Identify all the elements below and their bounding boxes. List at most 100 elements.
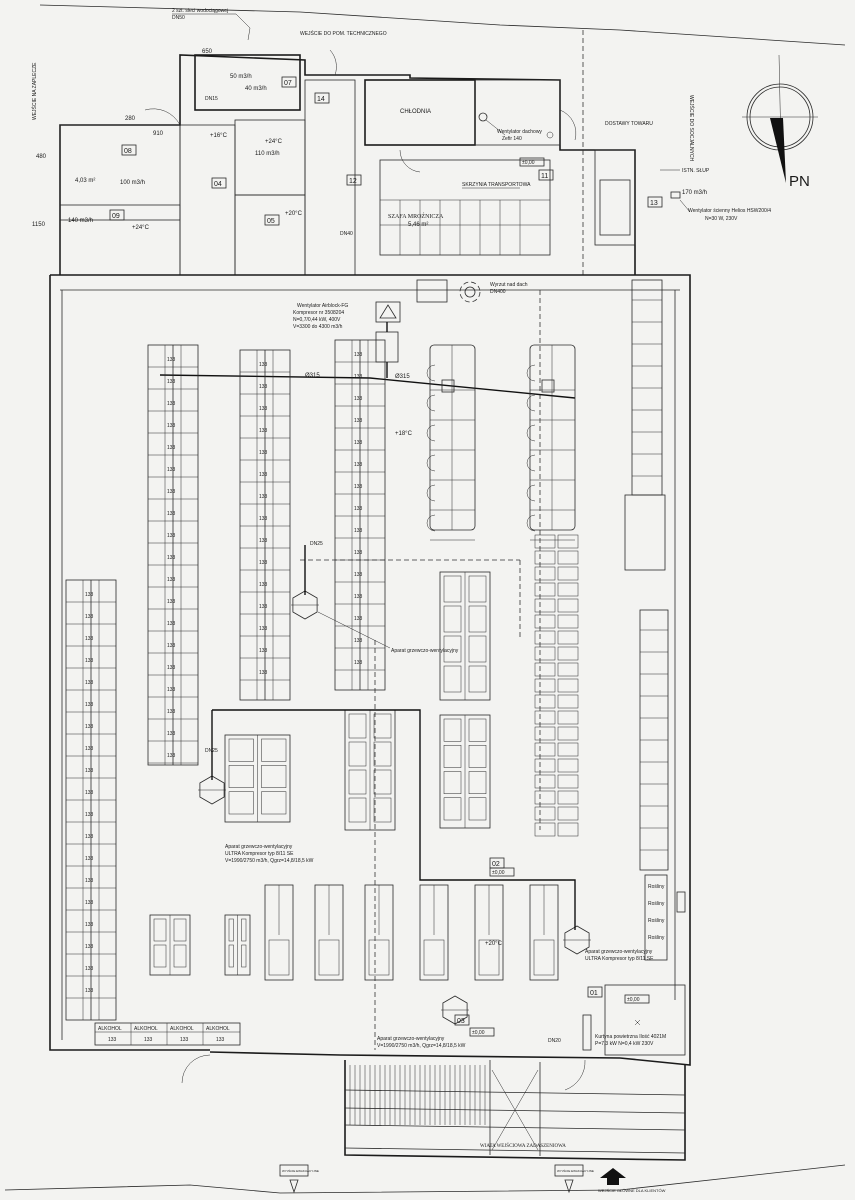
freezer-lid-arc xyxy=(526,424,536,442)
island-box xyxy=(557,614,579,629)
island-box xyxy=(534,646,556,661)
freezer-cell xyxy=(228,765,254,788)
island-box xyxy=(557,598,579,613)
svg-text:WEJŚCIE GŁÓWNE DLA KLIENTÓW: WEJŚCIE GŁÓWNE DLA KLIENTÓW xyxy=(598,1188,666,1193)
freezer-cell xyxy=(443,605,462,633)
svg-text:133: 133 xyxy=(216,1037,225,1043)
roof-fan-note: Wentylator dachowy Zefir 140 xyxy=(478,112,554,142)
island-box xyxy=(534,822,556,837)
shelf-value: 133 xyxy=(354,440,363,446)
gondola-shelf: 1331331331331331331331331331331331331331… xyxy=(147,344,199,766)
shelf-value: 133 xyxy=(85,988,94,994)
svg-text:DN25: DN25 xyxy=(310,541,323,547)
shelf-value: 133 xyxy=(167,489,176,495)
shelf-value: 133 xyxy=(167,731,176,737)
svg-text:09: 09 xyxy=(112,213,120,220)
svg-text:+20°C: +20°C xyxy=(285,211,303,217)
shelf-value: 133 xyxy=(167,621,176,627)
tech-room-entrance-label: WEJŚCIE DO POM. TECHNICZNEGO xyxy=(300,29,387,37)
freezer-cell xyxy=(443,635,462,663)
checkout-counter xyxy=(474,884,504,981)
freezer-cell xyxy=(348,713,367,739)
checkout-counter xyxy=(529,884,559,981)
cashier-desk xyxy=(318,939,340,976)
svg-text:±0,00: ±0,00 xyxy=(492,870,505,876)
freezer-lid-arc xyxy=(526,394,536,412)
island-box xyxy=(534,614,556,629)
svg-text:04: 04 xyxy=(214,181,222,188)
shelving-units: 133 133 133 133 133 133 133 133 133 133 133 133 133 1… xyxy=(65,339,579,1021)
island-box xyxy=(557,822,579,837)
shelf-value: 133 xyxy=(167,709,176,715)
svg-text:Rośliny: Rośliny xyxy=(648,935,665,941)
freezer-cell xyxy=(348,797,367,823)
svg-text:170 m3/h: 170 m3/h xyxy=(682,190,707,196)
svg-text:Rośliny: Rośliny xyxy=(648,884,665,890)
checkout-counter xyxy=(264,884,294,981)
freezer-grid xyxy=(380,199,550,255)
entrance-canopy: WIATA WEJŚCIOWA ZADASZENIOWA xyxy=(181,1054,686,1161)
level-marks: ±0,00 ±0,00 ±0,00 ±0,00 xyxy=(469,157,650,1037)
svg-text:Ø315: Ø315 xyxy=(305,373,320,379)
shelf-value: 133 xyxy=(354,374,363,380)
gondola-shelf: 1331331331331331331331331331331331331331… xyxy=(65,579,117,1021)
svg-text:ULTRA Kompresor typ 8/11 SE: ULTRA Kompresor typ 8/11 SE xyxy=(225,851,294,857)
svg-text:V=1990/2750 m3/h, Qgrz=14,8/18: V=1990/2750 m3/h, Qgrz=14,8/18,5 kW xyxy=(377,1043,466,1049)
freezer-cell xyxy=(153,918,167,942)
island-box xyxy=(557,678,579,693)
svg-text:Zefir 140: Zefir 140 xyxy=(502,136,522,142)
open-freezer xyxy=(526,344,576,541)
freezer-cell xyxy=(443,718,462,742)
shelf-value: 133 xyxy=(167,665,176,671)
svg-text:DN20: DN20 xyxy=(548,1038,561,1044)
svg-text:280: 280 xyxy=(125,116,136,122)
shelf-value: 133 xyxy=(85,856,94,862)
svg-text:+20°C: +20°C xyxy=(485,941,503,947)
island-box xyxy=(557,694,579,709)
diffuser xyxy=(541,379,555,393)
freezer-cell xyxy=(228,944,234,968)
diffuser xyxy=(441,379,455,393)
svg-text:V=1990/2750 m3/h, Qgrz=14,8/18: V=1990/2750 m3/h, Qgrz=14,8/18,5 kW xyxy=(225,858,314,864)
gondola-shelf: 1331331331331331331331331331331331331331… xyxy=(334,339,386,691)
shelf-value: 133 xyxy=(167,687,176,693)
shelf-value: 133 xyxy=(85,900,94,906)
island-box xyxy=(534,710,556,725)
svg-text:4,03 m²: 4,03 m² xyxy=(75,178,95,184)
freezer-lid-arc xyxy=(426,514,436,532)
freezer-area: 5,46 m² xyxy=(408,222,428,228)
chest-freezer-island xyxy=(439,571,491,701)
shelf-value: 133 xyxy=(85,878,94,884)
svg-text:Kurtyna powietrzna Ilość 4021M: Kurtyna powietrzna Ilość 4021M xyxy=(595,1034,666,1040)
freezer-cell xyxy=(468,665,487,693)
supply-duct: Ø315 Ø315 xyxy=(159,322,576,399)
freezer-cell xyxy=(468,745,487,768)
heater-icon xyxy=(564,925,590,955)
chest-freezer-island xyxy=(149,914,191,976)
island-box xyxy=(557,550,579,565)
freezer-cell xyxy=(261,765,287,788)
freezer-cell xyxy=(373,797,392,823)
svg-text:Rośliny: Rośliny xyxy=(648,901,665,907)
north-arrow-icon: PN xyxy=(742,54,818,190)
island-box xyxy=(534,550,556,565)
freezer-lid-arc xyxy=(426,484,436,502)
svg-text:DN400: DN400 xyxy=(490,289,506,295)
shelf-value: 133 xyxy=(167,379,176,385)
svg-text:Wentylator dachowy: Wentylator dachowy xyxy=(497,129,542,135)
island-box xyxy=(557,758,579,773)
freezer-cell xyxy=(468,771,487,794)
island-box xyxy=(557,662,579,677)
svg-text:P=7,3 kW N=0,4 kW 230V: P=7,3 kW N=0,4 kW 230V xyxy=(595,1041,654,1047)
back-entrance-label: WEJŚCIE NA ZAPLECZE xyxy=(30,62,38,120)
svg-text:01: 01 xyxy=(590,990,598,997)
island-box xyxy=(557,566,579,581)
svg-text:1150: 1150 xyxy=(32,222,46,228)
svg-text:Wyrzut nad dach: Wyrzut nad dach xyxy=(490,282,528,288)
svg-text:ALKOHOL: ALKOHOL xyxy=(98,1026,122,1032)
shelf-value: 133 xyxy=(354,396,363,402)
island-box xyxy=(534,534,556,549)
emergency-exit-left: WYJŚCIE EWAKUACYJNE xyxy=(279,1164,319,1194)
gondola-shelf: 1331331331331331331331331331331331331331… xyxy=(239,349,291,701)
plants-shelves: Rośliny Rośliny Rośliny Rośliny xyxy=(644,874,686,961)
